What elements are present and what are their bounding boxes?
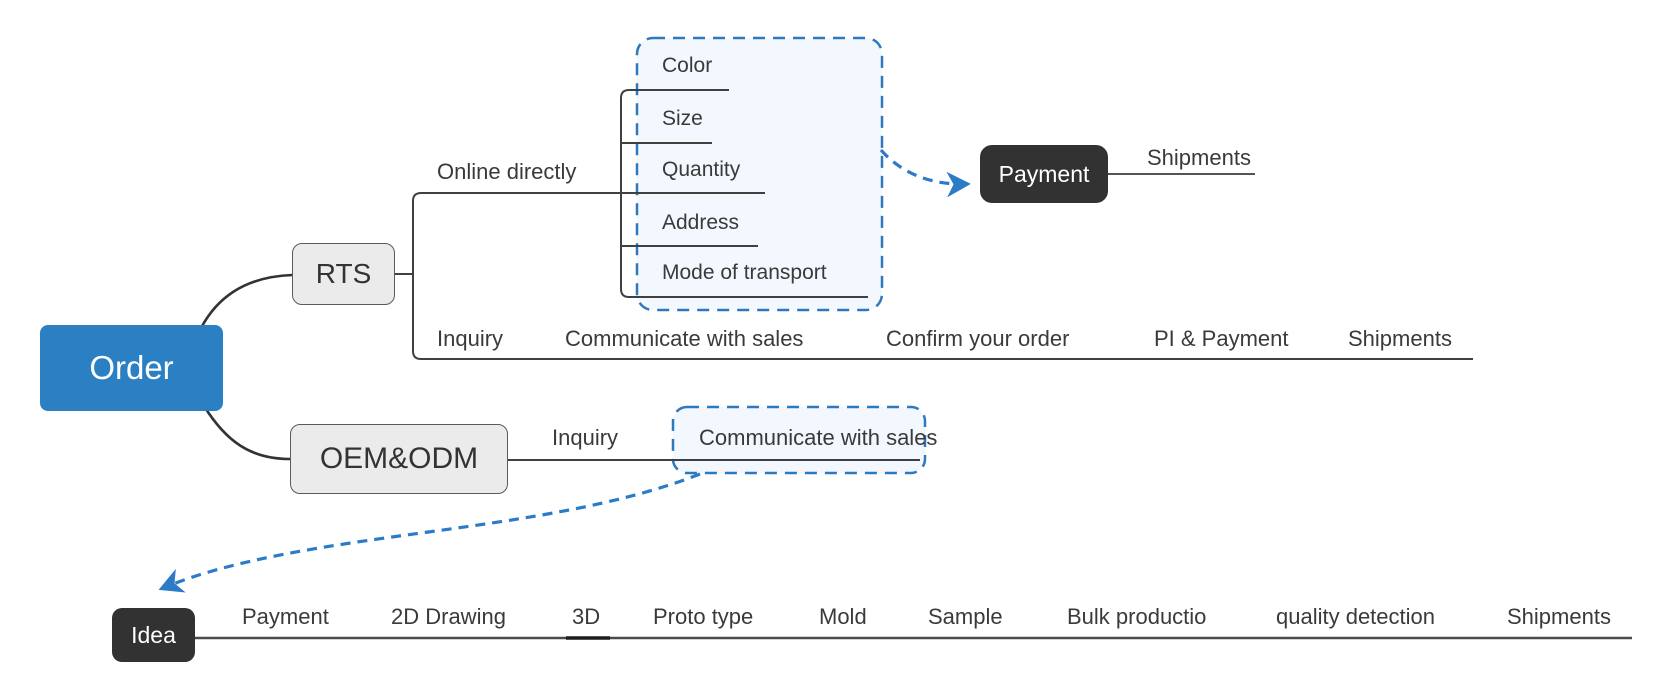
option-address[interactable]: Address — [662, 211, 740, 234]
rts-step-inquiry[interactable]: Inquiry — [437, 326, 504, 351]
node-order[interactable]: Order — [40, 325, 223, 411]
node-rts[interactable]: RTS — [292, 243, 395, 305]
rts-step-communicate[interactable]: Communicate with sales — [565, 326, 804, 351]
rts-step-pi-payment[interactable]: PI & Payment — [1154, 326, 1289, 351]
option-size[interactable]: Size — [662, 107, 703, 130]
label-shipments-online[interactable]: Shipments — [1147, 145, 1251, 170]
idea-step-2d-drawing[interactable]: 2D Drawing — [391, 604, 506, 629]
order-to-oem-connector — [202, 405, 291, 461]
options-to-payment-arrow — [879, 148, 971, 198]
highlight-panel — [671, 405, 927, 475]
oem-step-communicate-highlighted[interactable]: Communicate with sales — [699, 425, 938, 450]
idea-step-proto-type[interactable]: Proto type — [653, 604, 754, 629]
idea-step-payment[interactable]: Payment — [242, 604, 329, 629]
label-online-directly[interactable]: Online directly — [437, 159, 577, 184]
node-payment[interactable]: Payment — [980, 145, 1108, 203]
rts-step-confirm-order[interactable]: Confirm your order — [886, 326, 1070, 351]
rts-branch-bracket — [412, 192, 1473, 360]
idea-step-mold[interactable]: Mold — [819, 604, 867, 629]
options-panel — [635, 36, 884, 312]
node-idea[interactable]: Idea — [112, 608, 195, 662]
oem-step-inquiry[interactable]: Inquiry — [552, 425, 619, 450]
rts-step-shipments[interactable]: Shipments — [1348, 326, 1452, 351]
idea-step-bulk-production[interactable]: Bulk productio — [1067, 604, 1207, 629]
node-oem-odm[interactable]: OEM&ODM — [290, 424, 508, 494]
idea-step-quality-detection[interactable]: quality detection — [1276, 604, 1435, 629]
option-mode-of-transport[interactable]: Mode of transport — [662, 261, 827, 284]
idea-step-shipments[interactable]: Shipments — [1507, 604, 1611, 629]
option-quantity[interactable]: Quantity — [662, 158, 741, 181]
idea-step-3d[interactable]: 3D — [572, 604, 601, 629]
order-to-rts-connector — [199, 273, 293, 329]
idea-step-sample[interactable]: Sample — [928, 604, 1003, 629]
highlight-to-idea-arrow — [158, 472, 701, 593]
option-color[interactable]: Color — [662, 54, 713, 77]
